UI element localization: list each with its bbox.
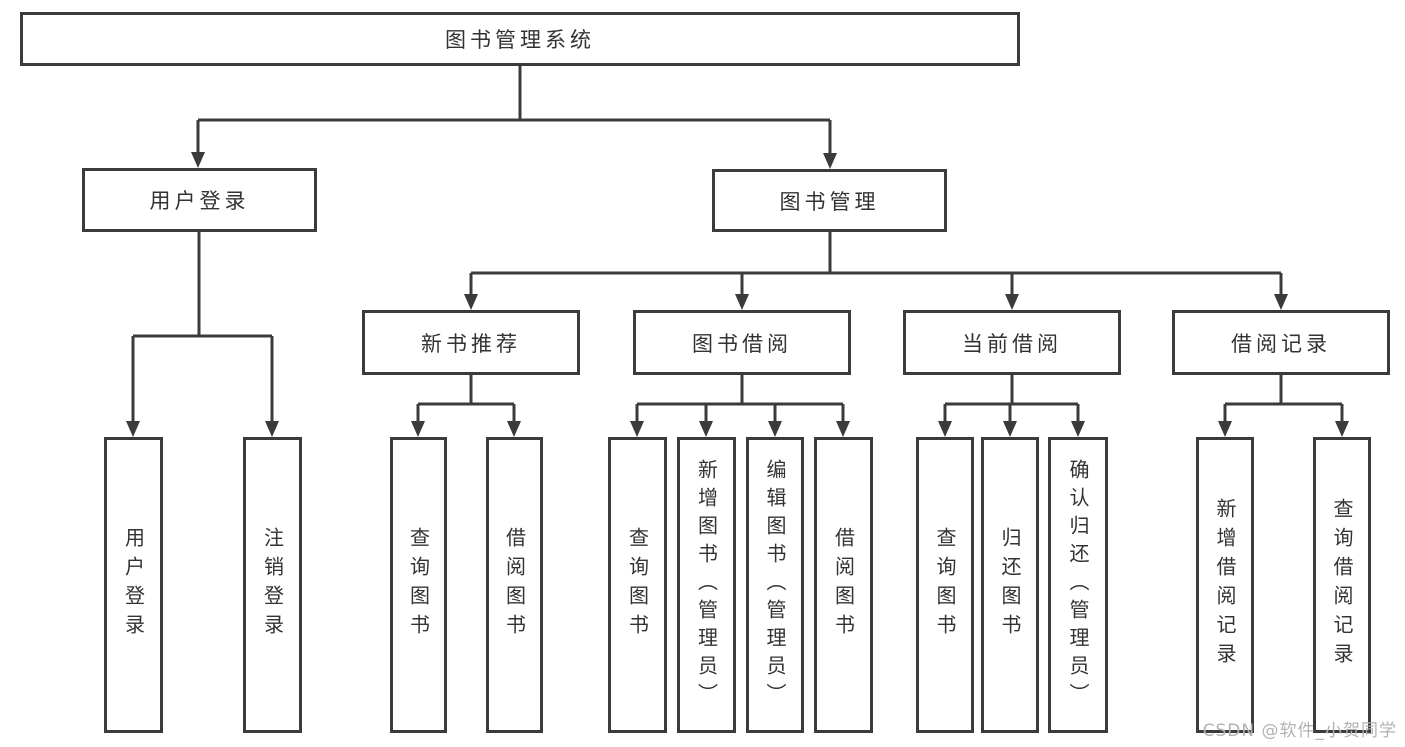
node-current-borrow: 当前借阅 [903, 310, 1121, 375]
arrow-head-book-mgmt [823, 153, 837, 169]
leaf-bb-borrow-book-label: 借阅图书 [831, 527, 856, 643]
arrow-head-nb-borrow [507, 421, 521, 437]
leaf-br-query-record: 查询借阅记录 [1313, 437, 1371, 733]
node-root-label: 图书管理系统 [445, 28, 595, 52]
leaf-bb-query-book: 查询图书 [608, 437, 667, 733]
arrow-head-br-query [1335, 421, 1349, 437]
leaf-bb-borrow-book: 借阅图书 [814, 437, 873, 733]
leaf-bb-edit-book-admin-label: 编辑图书（管理员） [763, 459, 787, 711]
node-book-mgmt: 图书管理 [712, 169, 947, 232]
leaf-cb-query-book-label: 查询图书 [933, 527, 957, 643]
leaf-cb-query-book: 查询图书 [916, 437, 974, 733]
leaf-logout-label: 注销登录 [260, 527, 285, 643]
leaf-nb-query-book: 查询图书 [390, 437, 447, 733]
node-new-book-recommend-label: 新书推荐 [421, 331, 521, 356]
arrow-head-login [126, 421, 140, 437]
arrow-head-br-add [1218, 421, 1232, 437]
leaf-nb-borrow-book: 借阅图书 [486, 437, 543, 733]
leaf-user-login-label: 用户登录 [121, 527, 146, 643]
node-book-mgmt-label: 图书管理 [779, 189, 880, 214]
arrow-head-nb-query [411, 421, 425, 437]
leaf-nb-query-book-label: 查询图书 [406, 527, 431, 643]
node-book-borrow: 图书借阅 [633, 310, 851, 375]
arrow-head-cb-query [938, 421, 952, 437]
node-user-login: 用户登录 [82, 168, 317, 232]
leaf-br-add-record: 新增借阅记录 [1196, 437, 1254, 733]
arrow-head-cb-confirm [1071, 421, 1085, 437]
arrow-head-new-book [464, 294, 478, 310]
node-book-borrow-label: 图书借阅 [692, 331, 792, 356]
leaf-bb-add-book-admin: 新增图书（管理员） [677, 437, 736, 733]
leaf-bb-add-book-admin-label: 新增图书（管理员） [694, 459, 719, 711]
node-new-book-recommend: 新书推荐 [362, 310, 580, 375]
arrow-head-logout [265, 421, 279, 437]
leaf-nb-borrow-book-label: 借阅图书 [502, 527, 527, 643]
node-user-login-label: 用户登录 [149, 189, 250, 213]
leaf-cb-return-book: 归还图书 [981, 437, 1039, 733]
arrow-head-cb-return [1003, 421, 1017, 437]
node-root: 图书管理系统 [20, 12, 1020, 66]
arrow-head-bb-edit [768, 421, 782, 437]
leaf-cb-confirm-return-admin: 确认归还（管理员） [1048, 437, 1108, 733]
node-borrow-record-label: 借阅记录 [1231, 331, 1331, 356]
leaf-user-login: 用户登录 [104, 437, 163, 733]
arrow-head-bb-add [699, 421, 713, 437]
arrow-head-borrow-record [1274, 294, 1288, 310]
node-current-borrow-label: 当前借阅 [962, 331, 1062, 356]
arrow-head-user-login [191, 152, 205, 168]
leaf-br-add-record-label: 新增借阅记录 [1213, 498, 1237, 672]
leaf-logout: 注销登录 [243, 437, 302, 733]
arrow-head-bb-query [630, 421, 644, 437]
leaf-cb-return-book-label: 归还图书 [998, 527, 1022, 643]
arrow-head-bb-borrow [836, 421, 850, 437]
leaf-bb-edit-book-admin: 编辑图书（管理员） [746, 437, 804, 733]
arrow-head-current-borrow [1005, 294, 1019, 310]
arrow-head-book-borrow [735, 294, 749, 310]
leaf-br-query-record-label: 查询借阅记录 [1330, 498, 1354, 672]
node-borrow-record: 借阅记录 [1172, 310, 1390, 375]
leaf-cb-confirm-return-admin-label: 确认归还（管理员） [1066, 459, 1090, 711]
leaf-bb-query-book-label: 查询图书 [625, 527, 650, 643]
csdn-watermark: CSDN @软件_小贺同学 [1202, 721, 1397, 741]
